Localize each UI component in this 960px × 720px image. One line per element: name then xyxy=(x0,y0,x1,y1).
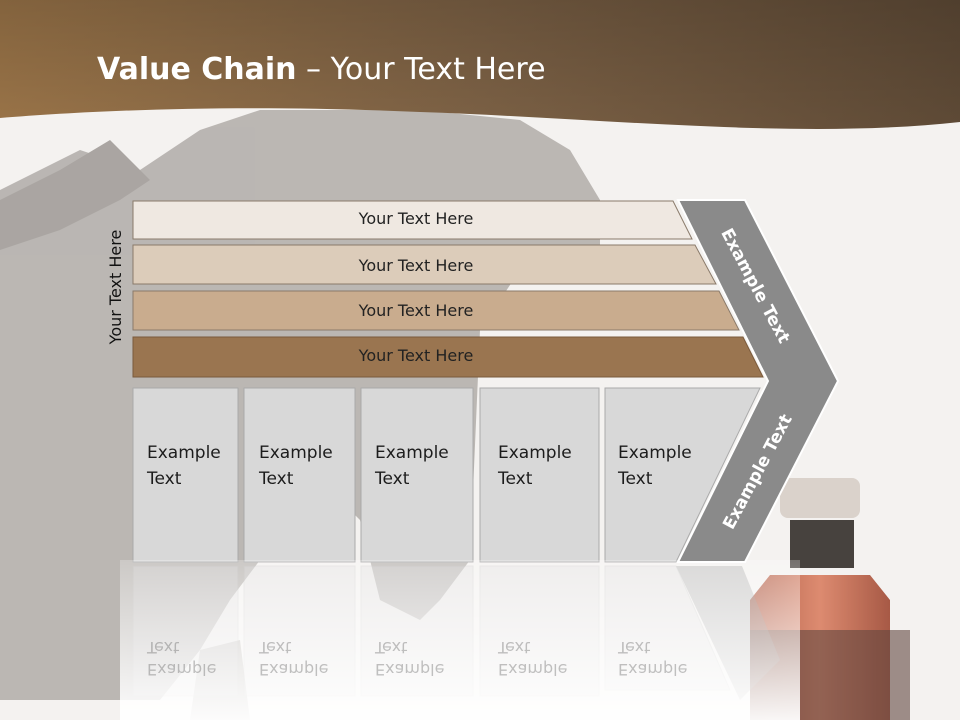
box-text-3-line1: Example xyxy=(375,443,449,463)
page-title: Value Chain – Your Text Here xyxy=(97,52,546,87)
row-bar-1 xyxy=(132,200,693,240)
side-label: Your Text Here xyxy=(106,229,125,345)
box-text-4-line1: Example xyxy=(498,443,572,463)
title-bold: Value Chain xyxy=(97,52,297,87)
box-text-5-line2: Text xyxy=(618,469,653,489)
row-bar-2 xyxy=(132,244,717,285)
box-text-5-line1: Example xyxy=(618,443,692,463)
activity-box-1 xyxy=(132,387,239,563)
chevron-arrow xyxy=(676,199,840,563)
row-label-4: Your Text Here xyxy=(358,346,474,365)
title-rest: – Your Text Here xyxy=(296,52,546,87)
box-text-4-line2: Text xyxy=(498,469,533,489)
row-bar-3 xyxy=(132,290,740,331)
row-bars xyxy=(132,200,764,378)
row-label-2: Your Text Here xyxy=(358,256,474,275)
row-bar-4 xyxy=(132,336,764,378)
box-text-1-line2: Text xyxy=(147,469,182,489)
box-text-2-line1: Example xyxy=(259,443,333,463)
box-text-2-line2: Text xyxy=(259,469,294,489)
row-label-1: Your Text Here xyxy=(358,209,474,228)
box-text-3-line2: Text xyxy=(375,469,410,489)
activity-boxes xyxy=(132,387,761,563)
activity-box-2 xyxy=(243,387,356,563)
row-label-3: Your Text Here xyxy=(358,301,474,320)
box-text-1-line1: Example xyxy=(147,443,221,463)
activity-box-3 xyxy=(360,387,474,563)
